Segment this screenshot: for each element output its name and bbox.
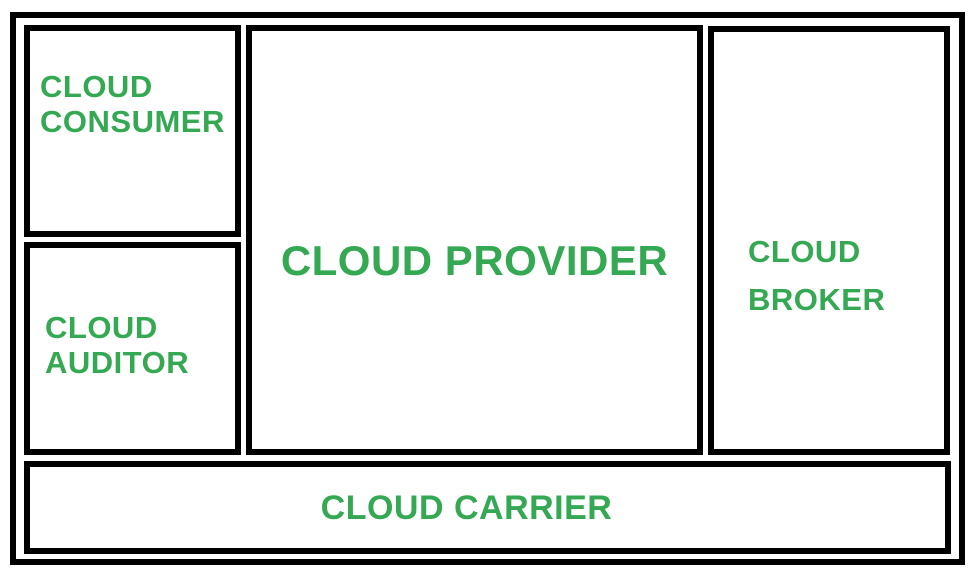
cloud-auditor-label-line-2: AUDITOR: [45, 345, 190, 380]
cloud-consumer-label-line-2: CONSUMER: [40, 104, 225, 139]
cloud-auditor-box: CLOUD AUDITOR: [24, 242, 241, 455]
cloud-consumer-label-line-1: CLOUD: [40, 69, 153, 104]
cloud-auditor-label: CLOUD AUDITOR: [30, 248, 235, 380]
cloud-broker-label: CLOUD BROKER: [714, 32, 944, 324]
cloud-auditor-label-line-1: CLOUD: [45, 310, 158, 345]
cloud-broker-box: CLOUD BROKER: [708, 26, 950, 455]
cloud-broker-label-line-2: BROKER: [748, 282, 886, 317]
cloud-provider-box: CLOUD PROVIDER: [246, 25, 703, 455]
cloud-carrier-box: CLOUD CARRIER: [24, 461, 951, 554]
cloud-broker-label-line-1: CLOUD: [748, 234, 861, 269]
cloud-carrier-label: CLOUD CARRIER: [320, 488, 613, 527]
cloud-provider-label: CLOUD PROVIDER: [280, 237, 669, 284]
cloud-consumer-box: CLOUD CONSUMER: [24, 25, 241, 237]
cloud-consumer-label: CLOUD CONSUMER: [30, 31, 235, 139]
outer-frame: [10, 12, 965, 565]
